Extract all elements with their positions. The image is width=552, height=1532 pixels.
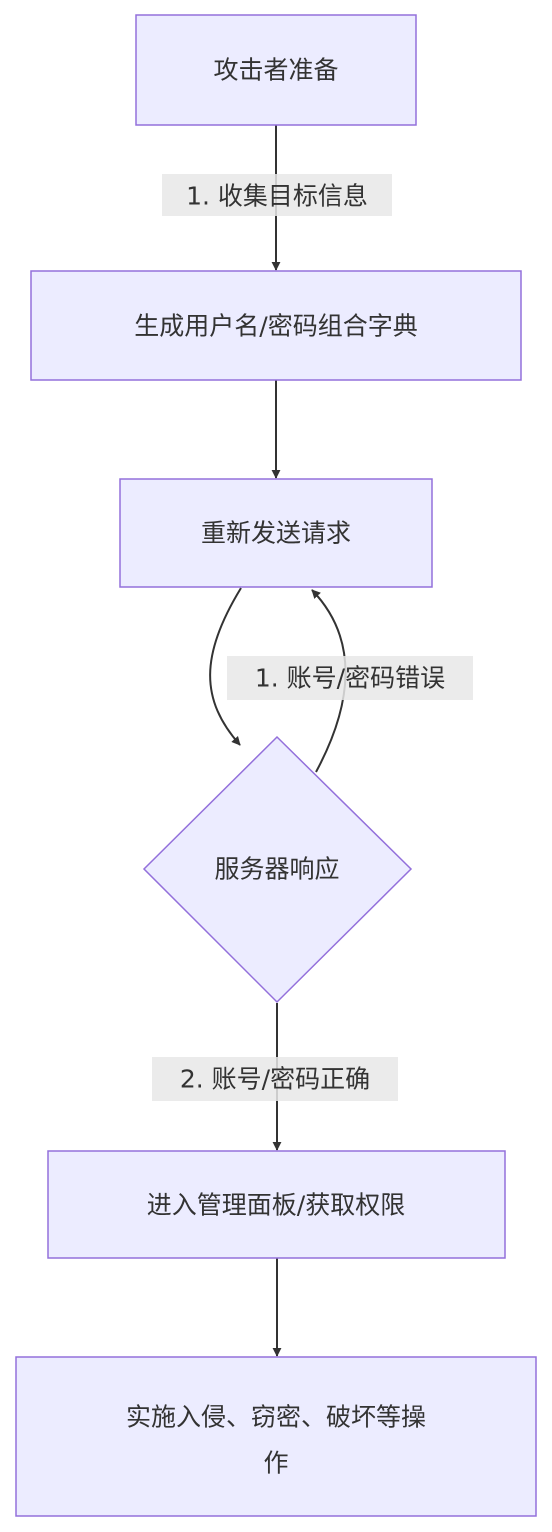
node-attacker-prep-text: 攻击者准备 [213, 56, 338, 85]
edge-label-collect-info-text: 1. 收集目标信息 [186, 182, 368, 211]
node-server-response-text: 服务器响应 [214, 855, 339, 884]
node-enter-admin-text: 进入管理面板/获取权限 [147, 1191, 405, 1220]
edge-label-collect-info: 1. 收集目标信息 [162, 174, 392, 216]
node-generate-dictionary-text: 生成用户名/密码组合字典 [134, 312, 417, 341]
node-attacker-prep: 攻击者准备 [135, 14, 417, 126]
edge-label-correct-credentials: 2. 账号/密码正确 [152, 1057, 398, 1101]
node-resend-request: 重新发送请求 [119, 478, 433, 588]
node-server-response: 服务器响应 [142, 735, 413, 1004]
edge-label-wrong-credentials: 1. 账号/密码错误 [227, 656, 473, 700]
edge-label-correct-credentials-text: 2. 账号/密码正确 [180, 1065, 370, 1094]
edge-label-wrong-credentials-text: 1. 账号/密码错误 [255, 664, 445, 693]
node-enter-admin: 进入管理面板/获取权限 [47, 1150, 506, 1259]
node-perform-attack: 实施入侵、窃密、破坏等操 作 [15, 1356, 537, 1517]
node-resend-request-text: 重新发送请求 [201, 519, 351, 548]
node-perform-attack-text-line1: 实施入侵、窃密、破坏等操 [126, 1403, 426, 1432]
edge-resend-to-server [209, 587, 242, 746]
node-perform-attack-text-line2: 作 [263, 1449, 288, 1478]
node-generate-dictionary: 生成用户名/密码组合字典 [30, 270, 522, 381]
